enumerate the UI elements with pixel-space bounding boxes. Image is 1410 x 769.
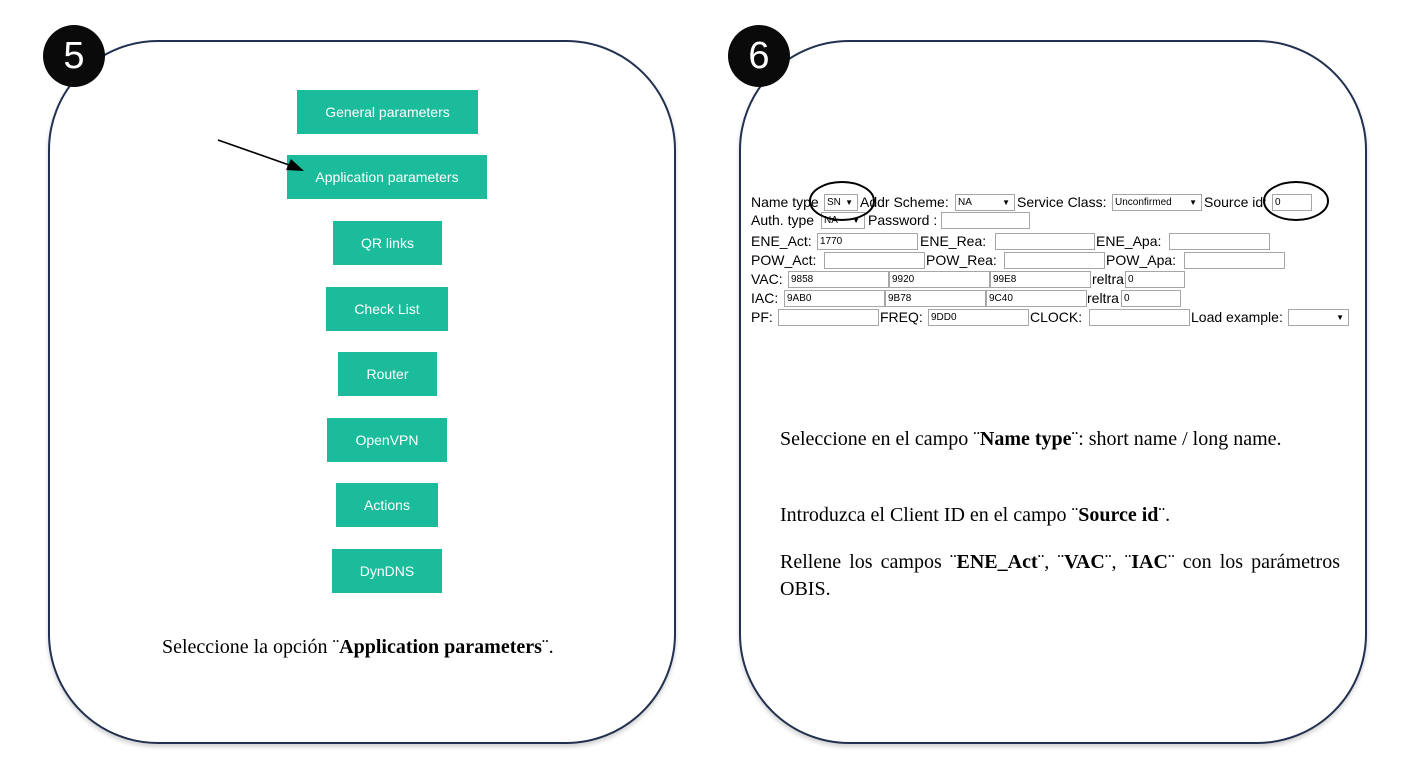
chevron-down-icon: ▼	[845, 198, 853, 207]
check-list-button[interactable]: Check List	[326, 287, 448, 331]
load-example-select[interactable]: ▼	[1288, 309, 1349, 326]
vac-input-3[interactable]: 99E8	[990, 271, 1091, 288]
ene-act-label: ENE_Act:	[751, 233, 812, 249]
password-input[interactable]	[941, 212, 1030, 229]
pow-apa-label: POW_Apa:	[1106, 252, 1177, 268]
instruction-source-id: Introduzca el Client ID en el campo ¨Sou…	[780, 504, 1171, 526]
highlight-circle-icon	[1263, 181, 1329, 221]
name-type-select[interactable]: SN▼	[824, 194, 858, 211]
ene-rea-input[interactable]	[995, 233, 1095, 250]
actions-button[interactable]: Actions	[336, 483, 438, 527]
general-parameters-button[interactable]: General parameters	[297, 90, 478, 134]
clock-input[interactable]	[1089, 309, 1190, 326]
name-type-label: Name type	[751, 194, 819, 210]
pointer-arrow-icon	[217, 139, 304, 171]
chevron-down-icon: ▼	[1002, 198, 1010, 207]
iac-input-3[interactable]: 9C40	[986, 290, 1087, 307]
ene-apa-input[interactable]	[1169, 233, 1270, 250]
iac-reltra-label: reltra	[1087, 290, 1119, 306]
chevron-down-icon: ▼	[1189, 198, 1197, 207]
pow-rea-input[interactable]	[1004, 252, 1105, 269]
pow-rea-label: POW_Rea:	[926, 252, 997, 268]
pf-input[interactable]	[778, 309, 879, 326]
auth-type-label: Auth. type	[751, 212, 815, 228]
highlight-circle-icon	[809, 181, 875, 221]
step-6-badge: 6	[728, 25, 790, 87]
step-6-panel	[739, 40, 1367, 744]
source-id-label: Source id:	[1204, 194, 1268, 210]
pf-label: PF:	[751, 309, 773, 325]
service-class-select[interactable]: Unconfirmed▼	[1112, 194, 1202, 211]
vac-label: VAC:	[751, 271, 783, 287]
instruction-obis-fields: Rellene los campos ¨ENE_Act¨, ¨VAC¨, ¨IA…	[780, 551, 1340, 600]
chevron-down-icon: ▼	[1336, 313, 1344, 322]
instruction-name-type: Seleccione en el campo ¨Name type¨: shor…	[780, 428, 1282, 450]
clock-label: CLOCK:	[1030, 309, 1083, 325]
ene-rea-label: ENE_Rea:	[920, 233, 987, 249]
step-5-caption: Seleccione la opción ¨Application parame…	[162, 636, 554, 658]
pow-apa-input[interactable]	[1184, 252, 1285, 269]
vac-input-2[interactable]: 9920	[889, 271, 990, 288]
addr-scheme-label: Addr Scheme:	[860, 194, 949, 210]
router-button[interactable]: Router	[338, 352, 437, 396]
chevron-down-icon: ▼	[852, 216, 860, 225]
qr-links-button[interactable]: QR links	[333, 221, 442, 265]
iac-label: IAC:	[751, 290, 779, 306]
step-5-badge: 5	[43, 25, 105, 87]
source-id-input[interactable]: 0	[1272, 194, 1312, 211]
freq-input[interactable]: 9DD0	[928, 309, 1029, 326]
ene-act-input[interactable]: 1770	[817, 233, 918, 250]
vac-input-1[interactable]: 9858	[788, 271, 889, 288]
ene-apa-label: ENE_Apa:	[1096, 233, 1162, 249]
load-example-label: Load example:	[1191, 309, 1283, 325]
service-class-label: Service Class:	[1017, 194, 1107, 210]
vac-reltra-input[interactable]: 0	[1125, 271, 1185, 288]
iac-input-1[interactable]: 9AB0	[784, 290, 885, 307]
pow-act-input[interactable]	[824, 252, 925, 269]
vac-reltra-label: reltra	[1092, 271, 1124, 287]
iac-input-2[interactable]: 9B78	[885, 290, 986, 307]
password-label: Password :	[868, 212, 938, 228]
openvpn-button[interactable]: OpenVPN	[327, 418, 447, 462]
freq-label: FREQ:	[880, 309, 923, 325]
dyndns-button[interactable]: DynDNS	[332, 549, 442, 593]
pow-act-label: POW_Act:	[751, 252, 817, 268]
addr-scheme-select[interactable]: NA▼	[955, 194, 1015, 211]
application-parameters-button[interactable]: Application parameters	[287, 155, 487, 199]
iac-reltra-input[interactable]: 0	[1121, 290, 1181, 307]
